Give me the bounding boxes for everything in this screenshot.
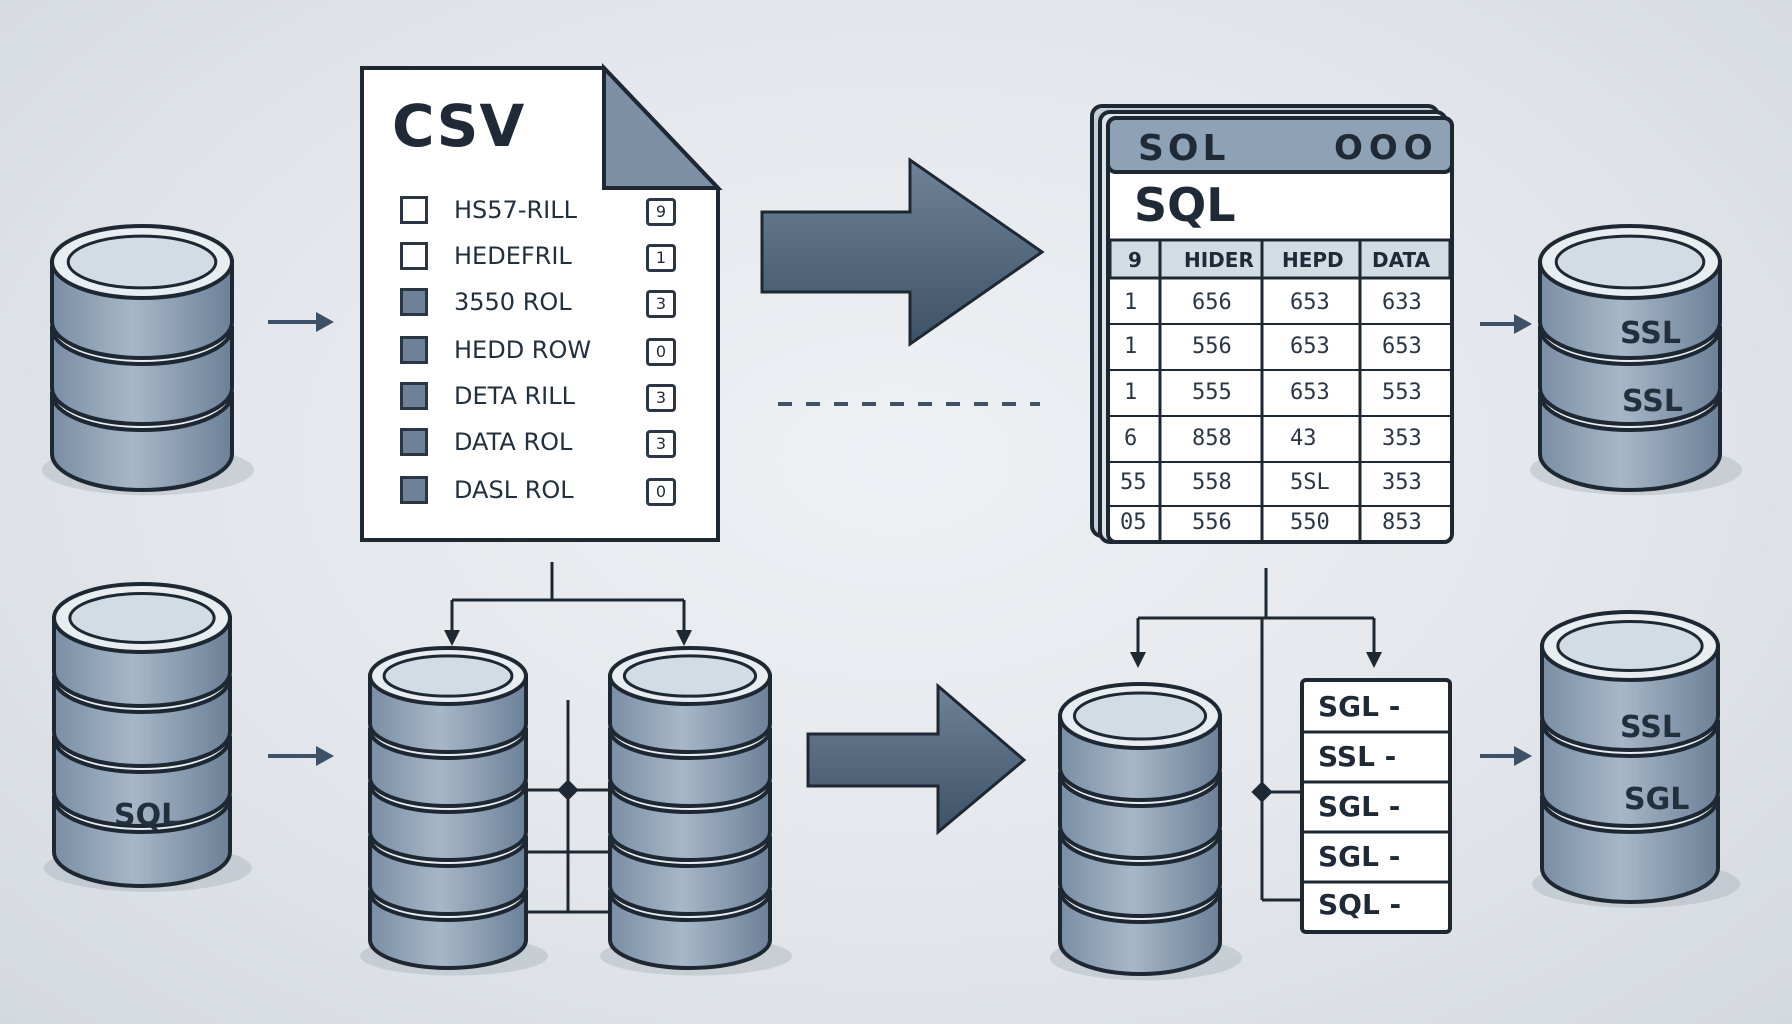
table-cell: 558 (1192, 470, 1232, 495)
csv-row-number: 9 (646, 198, 676, 226)
csv-row-number: 3 (646, 290, 676, 318)
table-cell: 633 (1382, 290, 1422, 315)
arrow-right-icon (760, 157, 1045, 347)
small-arrow-icon (268, 746, 334, 766)
database-label: SSL (1622, 384, 1683, 419)
table-column-header: DATA (1372, 248, 1431, 272)
table-header-row (1108, 238, 1452, 280)
checkbox-icon (400, 382, 428, 410)
small-arrow-icon (1480, 314, 1532, 334)
table-cell: 05 (1120, 510, 1147, 535)
arrow-right-icon (806, 682, 1027, 836)
csv-row-label: DATA ROL (454, 428, 573, 456)
table-cell: 653 (1290, 334, 1330, 359)
sql-list (1300, 678, 1452, 934)
table-cell: 1 (1124, 290, 1138, 315)
window-dots-icon: OOO (1334, 128, 1439, 168)
database-label: SSL (1620, 316, 1681, 351)
checkbox-icon (400, 196, 428, 224)
database-label: SGL (1624, 782, 1690, 817)
csv-row-label: HEDEFRIL (454, 242, 572, 270)
table-cell: 5SL (1290, 470, 1330, 495)
csv-row-number: 3 (646, 430, 676, 458)
small-arrows (268, 312, 1532, 766)
sql-window (1090, 104, 1454, 544)
table-cell: 858 (1192, 426, 1232, 451)
sql-list-item: SGL - (1318, 790, 1401, 823)
small-arrow-icon (268, 312, 334, 332)
table-cell: 653 (1290, 380, 1330, 405)
small-arrow-icon (1480, 746, 1532, 766)
table-cell: 1 (1124, 380, 1138, 405)
csv-document (360, 62, 723, 542)
sql-list-item: SGL - (1318, 690, 1401, 723)
database-icon-left-top (42, 224, 254, 496)
table-cell: 6 (1124, 426, 1138, 451)
csv-row-label: 3550 ROL (454, 288, 572, 316)
sql-list-item: SGL - (1318, 840, 1401, 873)
csv-row-label: DETA RILL (454, 382, 575, 410)
checkbox-icon (400, 336, 428, 364)
database-icon-mid-left (360, 646, 548, 976)
checkbox-icon (400, 476, 428, 504)
csv-row-label: HEDD ROW (454, 336, 592, 364)
table-cell: 556 (1192, 510, 1232, 535)
table-cell: 353 (1382, 426, 1422, 451)
database-icon-right-bottom (1532, 610, 1740, 908)
window-title: SOL (1138, 128, 1230, 169)
csv-row-number: 0 (646, 338, 676, 366)
database-icon-left-bottom (44, 582, 252, 892)
database-icon-mid-right (600, 646, 792, 976)
csv-row-label: HS57-RILL (454, 196, 577, 224)
branch-connector-right (1130, 568, 1382, 902)
csv-row-number: 3 (646, 384, 676, 412)
csv-row-number: 0 (646, 478, 676, 506)
table-cell: 43 (1290, 426, 1317, 451)
sql-heading: SQL (1134, 178, 1236, 232)
database-icon-center (1050, 682, 1242, 981)
table-cell: 1 (1124, 334, 1138, 359)
branch-connector-left (444, 562, 692, 914)
database-label: SQL (114, 798, 181, 833)
checkbox-icon (400, 288, 428, 316)
checkbox-icon (400, 242, 428, 270)
table-cell: 653 (1382, 334, 1422, 359)
table-cell: 553 (1382, 380, 1422, 405)
table-cell: 550 (1290, 510, 1330, 535)
database-icon-right-top (1530, 224, 1742, 496)
table-cell: 55 (1120, 470, 1147, 495)
table-cell: 556 (1192, 334, 1232, 359)
table-column-header: 9 (1128, 248, 1142, 272)
csv-row-number: 1 (646, 244, 676, 272)
table-cell: 555 (1192, 380, 1232, 405)
sql-list-item: SQL - (1318, 888, 1402, 921)
csv-title: CSV (392, 92, 526, 160)
table-cell: 353 (1382, 470, 1422, 495)
table-cell: 853 (1382, 510, 1422, 535)
table-cell: 656 (1192, 290, 1232, 315)
database-label: SSL (1620, 710, 1681, 745)
sql-list-item: SSL - (1318, 740, 1397, 773)
table-cell: 653 (1290, 290, 1330, 315)
window-titlebar (1106, 116, 1454, 174)
table-column-header: HIDER (1184, 248, 1254, 272)
page-fold-icon (602, 62, 723, 190)
table-column-header: HEPD (1282, 248, 1344, 272)
checkbox-icon (400, 428, 428, 456)
csv-row-label: DASL ROL (454, 476, 574, 504)
